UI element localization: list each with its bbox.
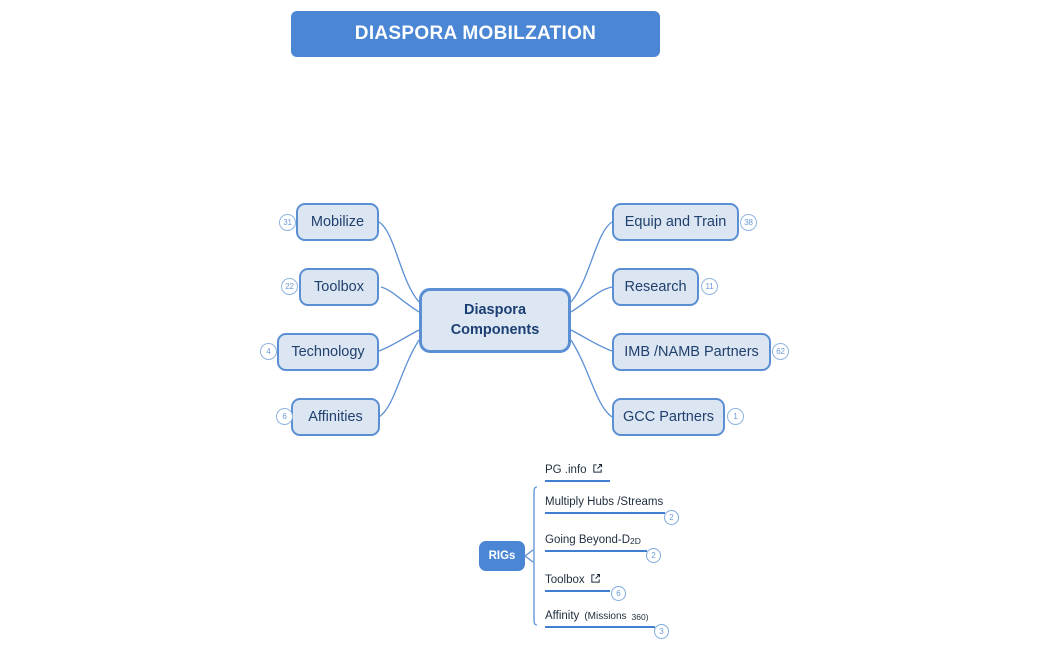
node-equip-and-train-label: Equip and Train	[624, 214, 727, 230]
rig-item-pg-info-label: PG .info	[545, 464, 587, 476]
node-rigs-label: RIGs	[488, 550, 516, 562]
rig-item-multiply-hubs-streams-label: Multiply Hubs /Streams	[545, 496, 664, 508]
node-mobilize[interactable]: Mobilize	[296, 203, 379, 241]
node-research[interactable]: Research	[612, 268, 699, 306]
node-affinities[interactable]: Affinities	[291, 398, 380, 436]
rig-badge-toolbox: 6	[611, 586, 626, 601]
rig-item-affinity-sub: 360)	[631, 612, 649, 622]
badge-imb-namb-partners: 62	[772, 343, 789, 360]
badge-equip-and-train: 38	[740, 214, 757, 231]
node-technology-label: Technology	[291, 344, 365, 360]
external-link-icon[interactable]	[592, 463, 603, 474]
node-imb-namb-partners-label: IMB /NAMB Partners	[624, 344, 759, 360]
node-toolbox[interactable]: Toolbox	[299, 268, 379, 306]
node-rigs[interactable]: RIGs	[479, 541, 525, 571]
center-node[interactable]: Diaspora Components	[419, 288, 571, 353]
badge-research: 11	[701, 278, 718, 295]
node-research-label: Research	[624, 279, 687, 295]
rig-item-affinity-paren: (Missions	[584, 611, 627, 622]
node-mobilize-label: Mobilize	[310, 214, 365, 230]
node-affinities-label: Affinities	[308, 409, 363, 425]
badge-mobilize: 31	[279, 214, 296, 231]
external-link-icon[interactable]	[590, 573, 601, 584]
rig-item-toolbox[interactable]: Toolbox	[545, 572, 610, 592]
rig-item-pg-info[interactable]: PG .info	[545, 462, 610, 482]
rig-badge-going-beyond-d2d: 2	[646, 548, 661, 563]
badge-gcc-partners: 1	[727, 408, 744, 425]
center-node-line2: Components	[450, 321, 540, 338]
center-node-line1: Diaspora	[463, 301, 527, 318]
rig-item-affinity-missions-360[interactable]: Affinity (Missions 360)	[545, 610, 655, 628]
node-technology[interactable]: Technology	[277, 333, 379, 371]
node-gcc-partners[interactable]: GCC Partners	[612, 398, 725, 436]
node-toolbox-label: Toolbox	[314, 279, 364, 295]
node-imb-namb-partners[interactable]: IMB /NAMB Partners	[612, 333, 771, 371]
rig-item-going-beyond-d2d-label: Going Beyond-D2D	[545, 534, 641, 546]
rig-badge-multiply-hubs-streams: 2	[664, 510, 679, 525]
node-equip-and-train[interactable]: Equip and Train	[612, 203, 739, 241]
rig-badge-affinity-missions-360: 3	[654, 624, 669, 639]
rig-item-toolbox-label: Toolbox	[545, 574, 585, 586]
rig-item-going-beyond-d2d[interactable]: Going Beyond-D2D	[545, 534, 647, 552]
rig-item-affinity-label: Affinity	[545, 610, 580, 622]
badge-toolbox: 22	[281, 278, 298, 295]
badge-technology: 4	[260, 343, 277, 360]
page-title: DIASPORA MOBILZATION	[291, 11, 660, 57]
badge-affinities: 6	[276, 408, 293, 425]
node-gcc-partners-label: GCC Partners	[622, 409, 715, 425]
rig-item-multiply-hubs-streams[interactable]: Multiply Hubs /Streams	[545, 496, 665, 514]
